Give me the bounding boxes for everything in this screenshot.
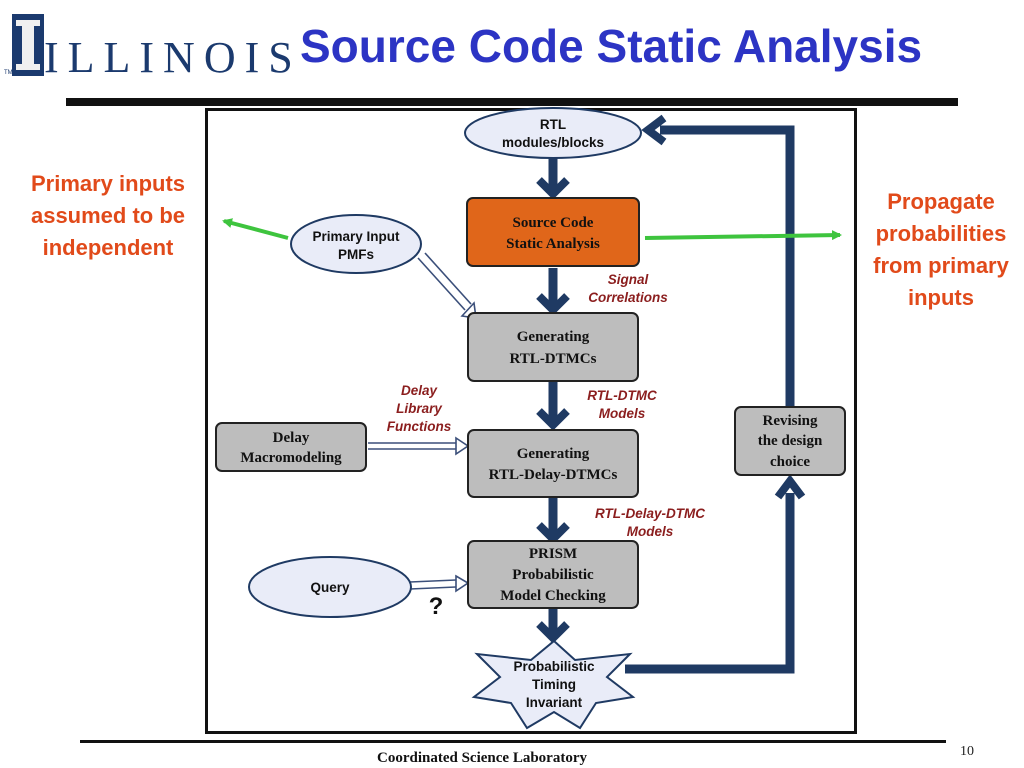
logo-trademark: TM xyxy=(4,70,13,76)
right-note-line: from primary xyxy=(873,253,1009,278)
hollow-arrow-query-to-prism xyxy=(409,574,470,593)
svg-text:Library: Library xyxy=(396,401,443,416)
slide-title: Source Code Static Analysis xyxy=(300,20,923,72)
node-rtl-modules: RTL modules/blocks xyxy=(464,107,642,159)
svg-text:Delay: Delay xyxy=(401,383,439,398)
footer-divider xyxy=(80,740,946,743)
svg-text:RTL-Delay-DTMC: RTL-Delay-DTMC xyxy=(595,506,705,521)
right-note-line: Propagate xyxy=(887,189,995,214)
node-label: Invariant xyxy=(526,695,583,710)
question-mark: ? xyxy=(429,593,444,620)
node-label: the design xyxy=(758,433,823,449)
edge-label-signal-correlations: Signal Correlations xyxy=(588,272,668,305)
node-revising-design-choice: Revising the design choice xyxy=(734,406,846,476)
svg-text:Signal: Signal xyxy=(608,272,649,287)
node-delay-macromodeling: Delay Macromodeling xyxy=(215,422,367,472)
node-label: Probabilistic xyxy=(512,567,594,583)
right-note: Propagate probabilities from primary inp… xyxy=(858,186,1024,314)
green-arrow-right xyxy=(644,230,842,241)
node-prism-model-checking: PRISM Probabilistic Model Checking xyxy=(467,540,639,609)
node-generating-rtl-dtmcs: Generating RTL-DTMCs xyxy=(467,312,639,382)
node-source-code-analysis: Source Code Static Analysis xyxy=(466,197,640,267)
node-label: Source Code xyxy=(513,215,594,231)
edge-label-rtl-dtmc-models: RTL-DTMC Models xyxy=(587,388,657,421)
node-query: Query xyxy=(248,556,412,618)
node-label: PMFs xyxy=(338,247,374,262)
node-label: RTL xyxy=(540,117,566,132)
node-label: Revising xyxy=(762,413,818,429)
svg-text:Correlations: Correlations xyxy=(588,290,668,305)
svg-text:RTL-DTMC: RTL-DTMC xyxy=(587,388,657,403)
node-label: choice xyxy=(770,454,810,470)
svg-text:Functions: Functions xyxy=(387,419,452,434)
node-label: PRISM xyxy=(529,546,577,562)
page-number: 10 xyxy=(960,744,974,759)
left-note-line: Primary inputs xyxy=(30,171,186,196)
left-note-line: assumed to be xyxy=(30,203,186,228)
node-label: Static Analysis xyxy=(506,236,600,252)
svg-text:Models: Models xyxy=(627,524,674,539)
node-label: Primary Input xyxy=(312,229,400,244)
left-note: Primary inputs assumed to be independent xyxy=(8,168,208,264)
feedback-loop-arrow xyxy=(625,114,806,674)
flow-arrow-prism-to-invariant xyxy=(536,609,570,644)
node-generating-rtl-delay-dtmcs: Generating RTL-Delay-DTMCs xyxy=(467,429,639,498)
illinois-logo-text: ILLINOIS xyxy=(44,33,302,82)
node-label: modules/blocks xyxy=(502,135,604,150)
footer-lab-name: Coordinated Science Laboratory xyxy=(377,750,587,766)
node-label: Macromodeling xyxy=(240,450,342,466)
left-note-line: independent xyxy=(42,235,174,260)
flow-arrow-delay-to-prism xyxy=(536,498,570,545)
hollow-arrow-macro-to-delay xyxy=(368,436,470,456)
illinois-logo-mark xyxy=(12,14,44,76)
node-label: Delay xyxy=(273,430,310,446)
flow-arrow-rtl-to-source xyxy=(536,157,570,200)
right-note-line: inputs xyxy=(908,285,974,310)
node-label: RTL-DTMCs xyxy=(510,351,597,367)
node-label: Timing xyxy=(532,677,576,692)
node-label: Query xyxy=(310,580,350,595)
edge-label-delay-library: Delay Library Functions xyxy=(387,383,452,434)
node-probabilistic-timing-invariant: Probabilistic Timing Invariant xyxy=(471,639,636,730)
node-primary-input-pmfs: Primary Input PMFs xyxy=(290,214,422,274)
right-note-line: probabilities xyxy=(875,221,1007,246)
flow-arrow-source-to-dtmcs xyxy=(536,268,570,316)
svg-text:Models: Models xyxy=(599,406,646,421)
flow-arrow-dtmcs-to-delay xyxy=(536,382,570,431)
node-label: Model Checking xyxy=(500,588,606,604)
hollow-arrow-pmfs-to-dtmcs xyxy=(417,252,477,319)
node-label: Generating xyxy=(517,446,590,462)
green-arrow-left xyxy=(222,218,289,240)
edge-label-rtl-delay-dtmc-models: RTL-Delay-DTMC Models xyxy=(595,506,705,539)
node-label: Generating xyxy=(517,329,590,345)
node-label: RTL-Delay-DTMCs xyxy=(489,467,618,483)
node-label: Probabilistic xyxy=(513,659,595,674)
title-divider xyxy=(66,98,958,106)
